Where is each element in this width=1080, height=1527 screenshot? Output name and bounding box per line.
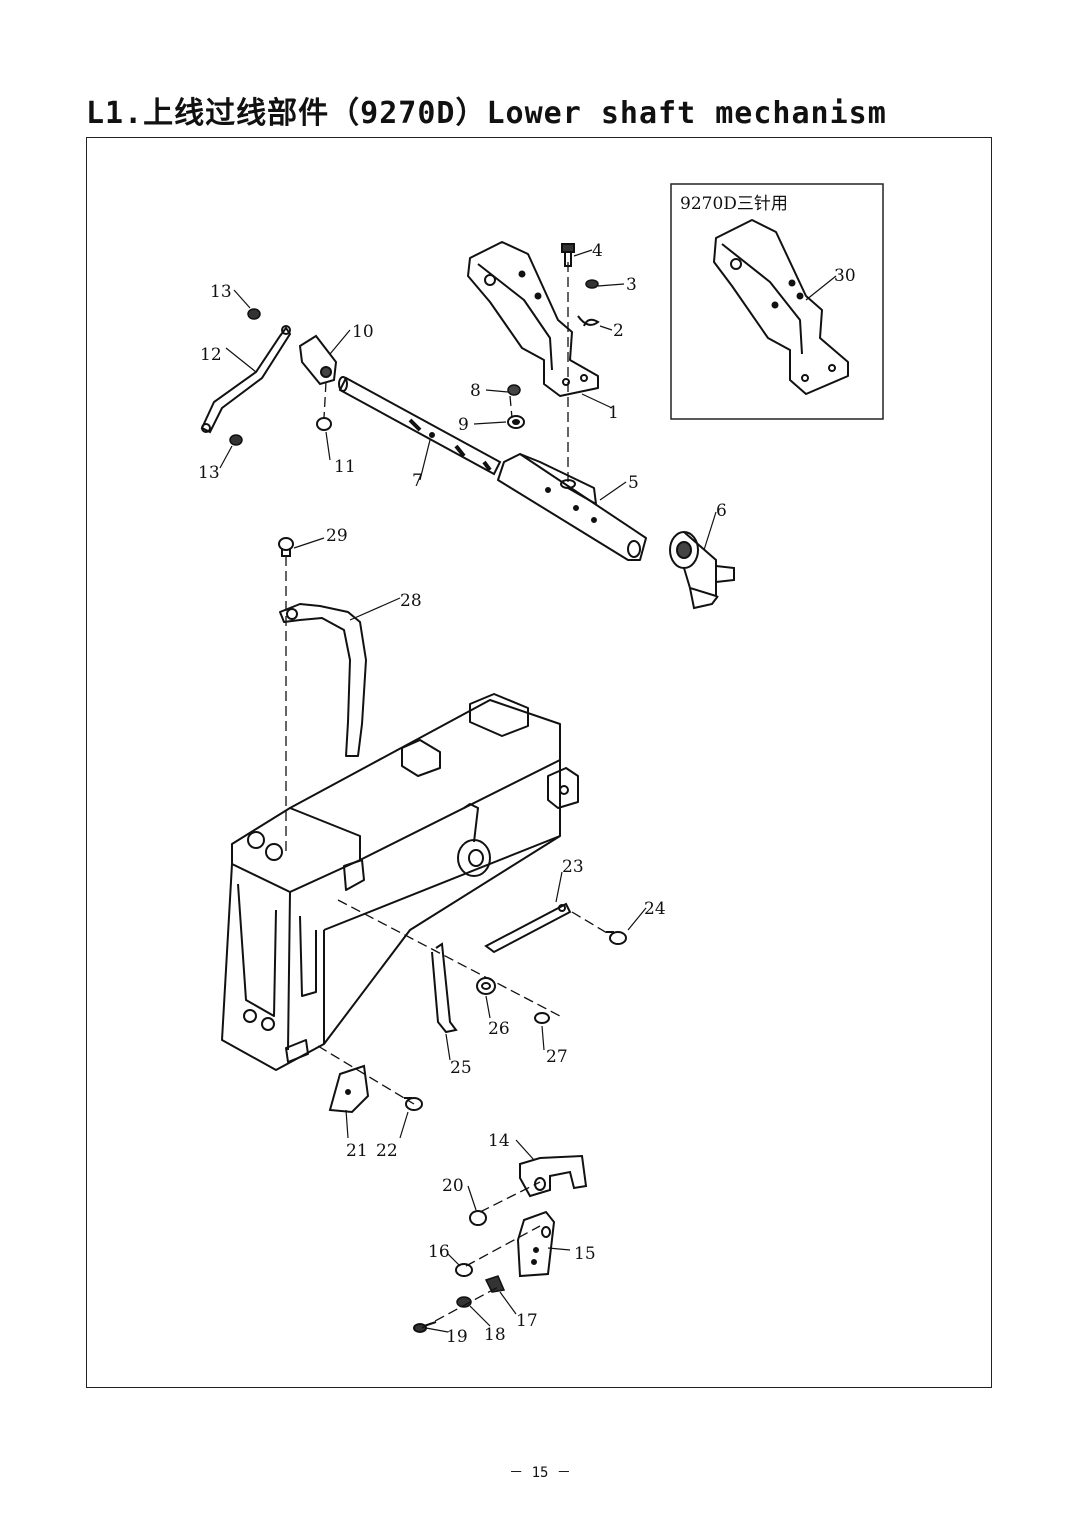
callout-24: 24: [644, 899, 666, 919]
callout-23: 23: [562, 857, 584, 877]
part-10-arm: [298, 334, 338, 386]
page-number: － 15 －: [509, 1465, 571, 1481]
main-frame: [221, 693, 579, 1071]
part-13-screw-top: [247, 308, 261, 320]
callout-22: 22: [376, 1141, 398, 1161]
callout-16: 16: [428, 1242, 450, 1262]
callout-11: 11: [334, 457, 356, 477]
callout-6: 6: [716, 501, 727, 521]
part-29-screw: [278, 537, 294, 557]
part-22-screw: [404, 1097, 423, 1111]
callout-25: 25: [450, 1058, 472, 1078]
part-5-block: [497, 453, 647, 561]
callout-19: 19: [446, 1327, 468, 1347]
callout-27: 27: [546, 1047, 568, 1067]
part-17-plate: [484, 1275, 506, 1293]
part-28-guide: [279, 603, 367, 757]
callout-18: 18: [484, 1325, 506, 1345]
part-27-screw: [534, 1012, 550, 1024]
part-20-screw: [469, 1210, 487, 1226]
callout-13-top: 13: [210, 282, 232, 302]
part-12-link: [200, 325, 292, 434]
part-13-screw-bottom: [229, 434, 243, 446]
inset-label: 9270D三针用: [680, 194, 788, 214]
callout-29: 29: [326, 526, 348, 546]
callout-3: 3: [626, 275, 637, 295]
assembly-lines: [285, 262, 613, 1329]
callout-1: 1: [608, 403, 619, 423]
callout-15: 15: [574, 1244, 596, 1264]
callout-28: 28: [400, 591, 422, 611]
callout-26: 26: [488, 1019, 510, 1039]
part-1-bracket: [467, 241, 599, 397]
part-9-nut: [507, 415, 525, 429]
callout-13-bottom: 13: [198, 463, 220, 483]
part-25-hook: [431, 942, 458, 1034]
part-3-screw: [585, 279, 599, 289]
part-30-bracket: [713, 219, 849, 395]
callout-2: 2: [613, 321, 624, 341]
callout-labels: 1 2 3 4 5 6 7 8 9 10 11 12 13 13 14 15 1…: [198, 241, 856, 1347]
page-title: L1.上线过线部件（9270D）Lower shaft mechanism: [86, 96, 887, 131]
callout-17: 17: [516, 1311, 538, 1331]
part-21-plate: [328, 1064, 370, 1114]
part-23-bar: [484, 902, 572, 954]
callout-30: 30: [834, 266, 856, 286]
part-15-bracket: [516, 1210, 556, 1278]
callout-9: 9: [458, 415, 469, 435]
part-24-screw: [606, 931, 627, 945]
callout-12: 12: [200, 345, 222, 365]
part-8-nut: [507, 384, 521, 396]
part-6-eccentric: [669, 531, 735, 610]
leader-lines: [219, 249, 837, 1333]
callout-4: 4: [592, 241, 603, 261]
part-2-spring: [577, 315, 600, 327]
part-16-screw: [455, 1263, 473, 1277]
part-18-screw: [456, 1296, 472, 1308]
part-14-clamp: [519, 1154, 588, 1198]
diagram-frame: [86, 137, 992, 1388]
callout-20: 20: [442, 1176, 464, 1196]
callout-5: 5: [628, 473, 639, 493]
callout-10: 10: [352, 322, 374, 342]
callout-21: 21: [346, 1141, 368, 1161]
part-7-shaft: [338, 376, 502, 476]
callout-8: 8: [470, 381, 481, 401]
callout-7: 7: [412, 471, 423, 491]
inset-box: [670, 183, 884, 420]
part-11-nut: [316, 417, 332, 431]
callout-14: 14: [488, 1131, 510, 1151]
